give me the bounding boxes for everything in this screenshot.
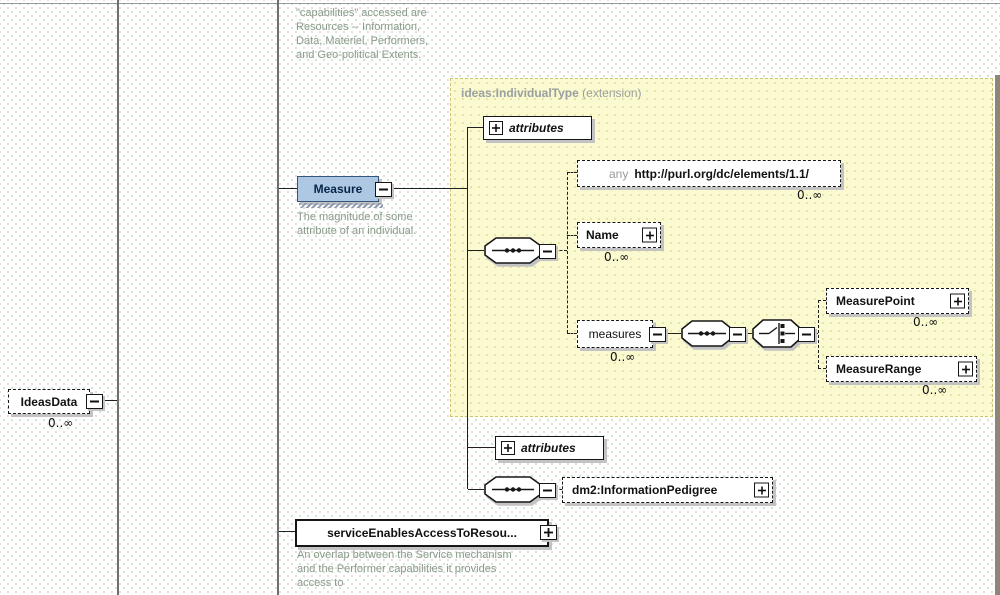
ideasdata-occurrence: 0..∞ [48, 416, 74, 430]
element-measure[interactable]: Measure [297, 176, 379, 202]
element-measurepoint-label: MeasurePoint [836, 294, 915, 308]
connector-dashed [567, 172, 568, 333]
element-name[interactable]: Name [577, 222, 661, 248]
connector-dashed [555, 250, 567, 251]
connector-dashed [567, 235, 577, 236]
attributes-bottom-label: attributes [521, 441, 576, 455]
collapse-icon[interactable] [729, 327, 746, 342]
connector [468, 489, 484, 490]
window-edge [995, 75, 1000, 595]
expand-icon[interactable] [642, 227, 657, 243]
element-name-label: Name [586, 228, 619, 242]
expand-icon[interactable] [501, 441, 515, 455]
measurepoint-occurrence: 0..∞ [913, 315, 939, 329]
connector-dashed [567, 333, 577, 334]
element-measurepoint[interactable]: MeasurePoint [826, 288, 969, 314]
any-occurrence: 0..∞ [797, 188, 823, 202]
collapse-icon[interactable] [539, 483, 556, 498]
attributes-group-bottom[interactable]: attributes [495, 436, 604, 460]
connector [467, 127, 468, 489]
element-ideasdata[interactable]: IdeasData [8, 389, 90, 414]
expand-icon[interactable] [489, 121, 503, 135]
collapse-icon[interactable] [539, 244, 556, 259]
sequence-icon[interactable] [681, 320, 733, 347]
connector [392, 188, 468, 189]
connector-dashed [818, 300, 826, 301]
choice-icon[interactable] [752, 319, 802, 348]
tree-guide-line-mid [277, 0, 279, 595]
connector [468, 447, 495, 448]
selection-hatch [299, 203, 383, 208]
measure-annotation: The magnitude of some attribute of an in… [297, 211, 417, 237]
any-keyword: any [608, 166, 629, 181]
sequence-icon[interactable] [484, 476, 542, 503]
service-annotation: An overlap between the Service mechanism… [297, 549, 512, 589]
connector [279, 188, 297, 189]
element-measurerange[interactable]: MeasureRange [826, 356, 977, 382]
collapse-icon[interactable] [375, 182, 392, 197]
element-informationpedigree[interactable]: dm2:InformationPedigree [562, 477, 773, 503]
element-serviceenablesaccess[interactable]: serviceEnablesAccessToResou... [295, 519, 549, 547]
element-any-wildcard[interactable]: any http://purl.org/dc/elements/1.1/ [577, 160, 841, 187]
element-measures-label: measures [588, 327, 642, 341]
attributes-top-label: attributes [509, 121, 564, 135]
attributes-group-top[interactable]: attributes [483, 116, 592, 140]
element-serviceenablesaccess-label: serviceEnablesAccessToResou... [327, 526, 517, 540]
connector-dashed [555, 489, 562, 490]
connector-dashed [567, 172, 577, 173]
tree-guide-line-left [117, 0, 119, 595]
extension-qualifier: (extension) [578, 86, 642, 100]
measurerange-occurrence: 0..∞ [922, 383, 948, 397]
connector [666, 333, 681, 334]
any-namespace-label: http://purl.org/dc/elements/1.1/ [634, 166, 810, 181]
element-measure-label: Measure [313, 182, 363, 196]
sequence-icon[interactable] [484, 237, 542, 264]
extension-title: ideas:IndividualType (extension) [461, 86, 642, 100]
connector [279, 531, 295, 532]
connector-dashed [818, 368, 826, 369]
expand-icon[interactable] [540, 525, 557, 540]
element-informationpedigree-label: dm2:InformationPedigree [572, 483, 718, 497]
expand-icon[interactable] [754, 482, 769, 498]
connector-dashed [818, 300, 819, 368]
measures-occurrence: 0..∞ [610, 350, 636, 364]
connector-dashed [814, 333, 818, 334]
element-ideasdata-label: IdeasData [20, 394, 78, 409]
collapse-icon[interactable] [649, 327, 666, 342]
expand-icon[interactable] [950, 293, 965, 309]
connector [101, 400, 117, 401]
element-measurerange-label: MeasureRange [836, 362, 922, 376]
extension-type-name: ideas:IndividualType [461, 86, 579, 100]
capabilities-annotation: "capabilities" accessed are Resources --… [296, 7, 429, 61]
expand-icon[interactable] [958, 361, 973, 377]
element-measures[interactable]: measures [577, 320, 653, 348]
collapse-icon[interactable] [798, 327, 815, 342]
connector [745, 333, 752, 334]
name-occurrence: 0..∞ [604, 250, 630, 264]
connector [468, 250, 484, 251]
top-border-line [0, 3, 1000, 4]
connector [468, 127, 483, 128]
collapse-icon[interactable] [86, 394, 103, 409]
